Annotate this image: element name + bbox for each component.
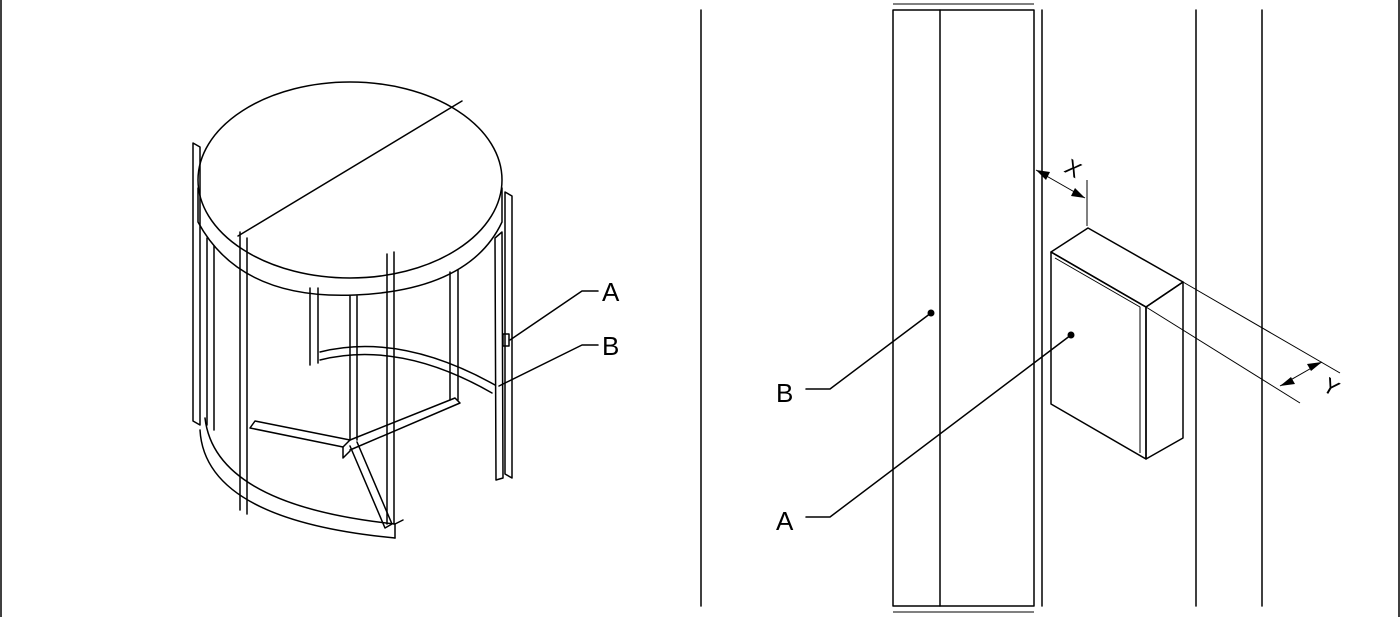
dimension-label-x: X <box>1061 154 1086 183</box>
detail-view: X Y B A <box>776 3 1344 613</box>
left-sensor-a-highlight <box>502 333 510 347</box>
canopy-seam <box>237 100 463 237</box>
door-side-post-highlight <box>494 231 510 481</box>
left-label-b: B <box>602 331 619 361</box>
door-wings <box>249 269 461 529</box>
sensor-box-a <box>1050 227 1184 460</box>
revolving-door-view: A B <box>192 81 620 539</box>
left-leaders <box>498 290 599 387</box>
dimension-label-y: Y <box>1318 372 1343 401</box>
left-post-b-highlight <box>494 231 504 481</box>
dimension-y <box>1145 281 1341 404</box>
right-leaders <box>805 309 1075 518</box>
door-front-posts <box>206 231 395 525</box>
dimension-x <box>1035 169 1088 226</box>
door-rear-posts <box>192 142 513 479</box>
door-canopy <box>197 81 503 297</box>
right-label-a: A <box>776 506 794 536</box>
right-label-b: B <box>776 378 793 408</box>
door-floor-ring <box>199 345 496 539</box>
left-label-a: A <box>602 277 620 307</box>
post-b <box>892 9 1035 607</box>
